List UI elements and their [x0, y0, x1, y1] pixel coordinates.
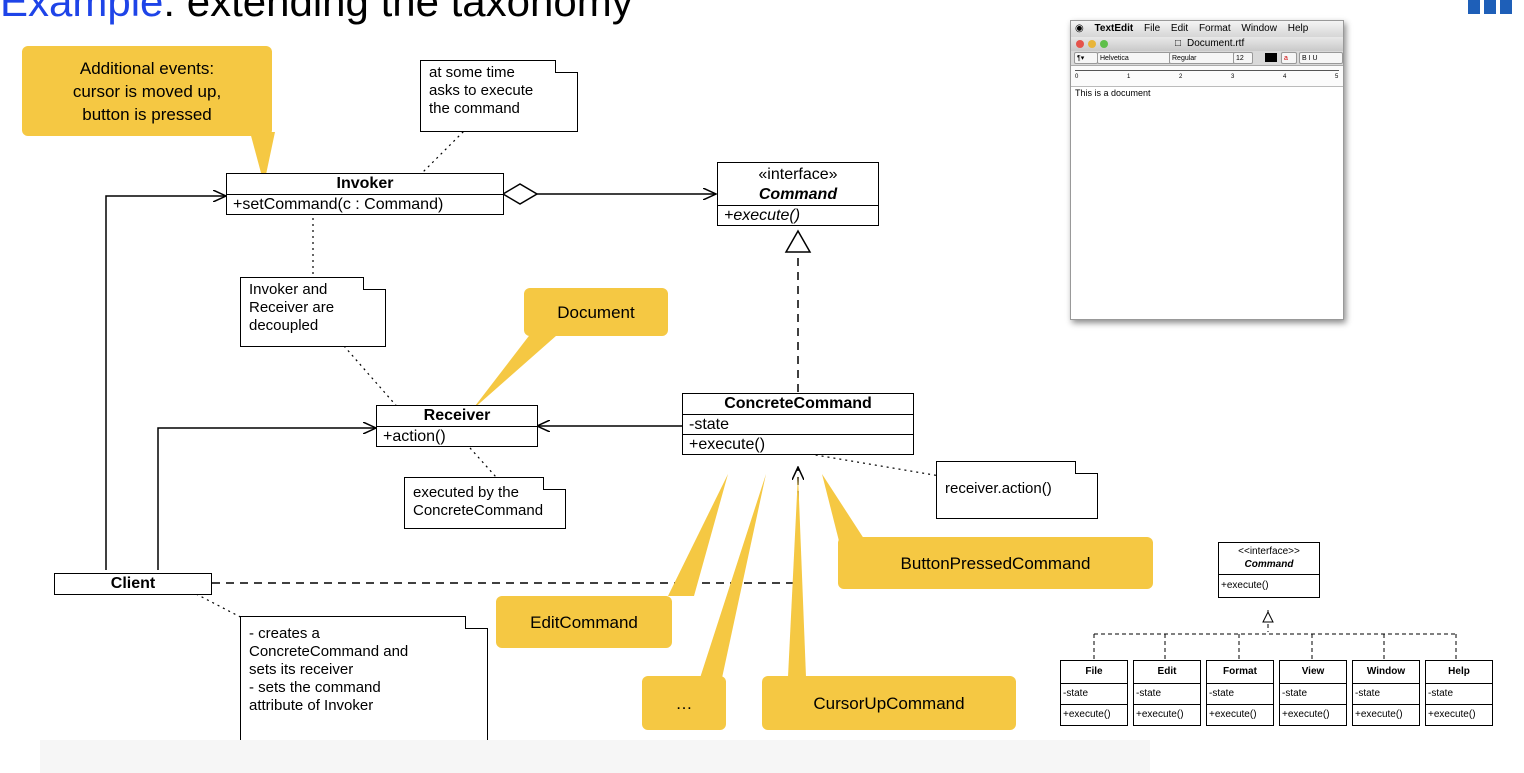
taxonomy-class-name: Format: [1207, 661, 1273, 684]
receiver-class: Receiver +action(): [376, 405, 538, 447]
command-interface: «interface» Command +execute(): [717, 162, 879, 226]
receiver-note: executed by the ConcreteCommand: [404, 477, 566, 529]
concrete-command-attr: -state: [683, 415, 913, 435]
menu-help: Help: [1287, 23, 1309, 34]
cursor-up-callout: CursorUpCommand: [762, 676, 1016, 730]
concrete-command-method: +execute(): [689, 436, 766, 453]
font-style-select: Regular: [1169, 52, 1235, 64]
taxonomy-class-method: +execute(): [1355, 709, 1403, 720]
font-size-field: 12: [1233, 52, 1253, 64]
taxonomy-class-name: Help: [1426, 661, 1492, 684]
taxonomy-class-name: Window: [1353, 661, 1419, 684]
taxonomy-class-method: +execute(): [1136, 709, 1184, 720]
paragraph-style-menu: ¶▾: [1074, 52, 1098, 64]
document-text: This is a document: [1075, 88, 1151, 98]
invoker-note: at some time asks to execute the command: [420, 60, 578, 132]
taxonomy-class-attr: -state: [1280, 684, 1346, 705]
menu-format: Format: [1198, 23, 1231, 34]
title-highlight: Example: [0, 0, 164, 25]
menu-app-name: TextEdit: [1094, 23, 1134, 34]
document-ruler: 0 1 2 3 4 5: [1071, 66, 1343, 87]
textedit-screenshot: ◉ TextEdit File Edit Format Window Help …: [1070, 20, 1344, 320]
taxonomy-class-attr: -state: [1134, 684, 1200, 705]
button-pressed-callout: ButtonPressedCommand: [838, 537, 1153, 589]
taxonomy-command-interface: <<interface>> Command +execute(): [1218, 542, 1320, 598]
mac-menubar: ◉ TextEdit File Edit Format Window Help: [1071, 21, 1343, 37]
invoker-method: +setCommand(c : Command): [233, 196, 444, 213]
concrete-command-class: ConcreteCommand -state +execute(): [682, 393, 914, 455]
ruler-num-1: 1: [1127, 74, 1131, 80]
taxonomy-class-format: Format -state +execute(): [1206, 660, 1274, 726]
menu-file: File: [1144, 23, 1161, 34]
invoker-name: Invoker: [227, 174, 503, 195]
taxonomy-class-method: +execute(): [1063, 709, 1111, 720]
ruler-num-2: 2: [1179, 74, 1183, 80]
window-titlebar: □ Document.rtf: [1071, 37, 1343, 51]
receiver-name: Receiver: [377, 406, 537, 427]
taxonomy-stereotype: <<interface>>: [1238, 546, 1300, 557]
receiver-method: +action(): [383, 428, 446, 445]
minimize-dot-icon: [1088, 40, 1096, 48]
footer-strip: [40, 740, 1150, 773]
title-rest: : extending the taxonomy: [163, 0, 633, 25]
ruler-num-0: 0: [1075, 74, 1079, 80]
command-name: Command: [718, 185, 878, 206]
taxonomy-class-edit: Edit -state +execute(): [1133, 660, 1201, 726]
taxonomy-class-name: File: [1061, 661, 1127, 684]
ruler-num-5: 5: [1335, 74, 1339, 80]
additional-events-callout: Additional events: cursor is moved up, b…: [22, 46, 272, 136]
taxonomy-class-attr: -state: [1061, 684, 1127, 705]
taxonomy-class-name: View: [1280, 661, 1346, 684]
ellipsis-callout: …: [642, 676, 726, 730]
font-family-select: Helvetica: [1097, 52, 1171, 64]
zoom-dot-icon: [1100, 40, 1108, 48]
bold-italic-underline-icon: B I U: [1299, 52, 1343, 64]
taxonomy-class-method: +execute(): [1209, 709, 1257, 720]
invoker-class: Invoker +setCommand(c : Command): [226, 173, 504, 215]
decoupled-note: Invoker and Receiver are decoupled: [240, 277, 386, 347]
command-stereotype: «interface»: [758, 166, 838, 183]
apple-icon: ◉: [1075, 23, 1084, 34]
action-note: receiver.action(): [936, 461, 1098, 519]
concrete-command-name: ConcreteCommand: [683, 394, 913, 415]
client-class: Client: [54, 573, 212, 595]
university-logo: [1468, 0, 1524, 14]
taxonomy-class-attr: -state: [1207, 684, 1273, 705]
ruler-line: [1075, 70, 1339, 71]
taxonomy-class-name: Edit: [1134, 661, 1200, 684]
menu-edit: Edit: [1170, 23, 1189, 34]
taxonomy-class-help: Help -state +execute(): [1425, 660, 1493, 726]
client-note: - creates a ConcreteCommand and sets its…: [240, 616, 488, 752]
slide-title: Example: extending the taxonomy: [0, 0, 633, 26]
ruler-num-3: 3: [1231, 74, 1235, 80]
taxonomy-interface-method: +execute(): [1221, 580, 1269, 591]
taxonomy-interface-name: Command: [1219, 558, 1319, 575]
client-name: Client: [110, 575, 156, 592]
ruler-num-4: 4: [1283, 74, 1287, 80]
taxonomy-class-attr: -state: [1426, 684, 1492, 705]
menu-window: Window: [1241, 23, 1277, 34]
taxonomy-class-method: +execute(): [1428, 709, 1476, 720]
highlight-icon: a: [1281, 52, 1297, 64]
taxonomy-class-view: View -state +execute(): [1279, 660, 1347, 726]
taxonomy-class-attr: -state: [1353, 684, 1419, 705]
taxonomy-class-file: File -state +execute(): [1060, 660, 1128, 726]
taxonomy-class-window: Window -state +execute(): [1352, 660, 1420, 726]
text-color-swatch: [1265, 53, 1277, 62]
format-toolbar: ¶▾ Helvetica Regular 12 a B I U: [1071, 51, 1343, 66]
command-method: +execute(): [724, 207, 801, 224]
window-title: Document.rtf: [1187, 38, 1245, 49]
document-callout: Document: [524, 288, 668, 336]
taxonomy-class-method: +execute(): [1282, 709, 1330, 720]
document-icon: □: [1175, 38, 1182, 49]
edit-command-callout: EditCommand: [496, 596, 672, 648]
close-dot-icon: [1076, 40, 1084, 48]
